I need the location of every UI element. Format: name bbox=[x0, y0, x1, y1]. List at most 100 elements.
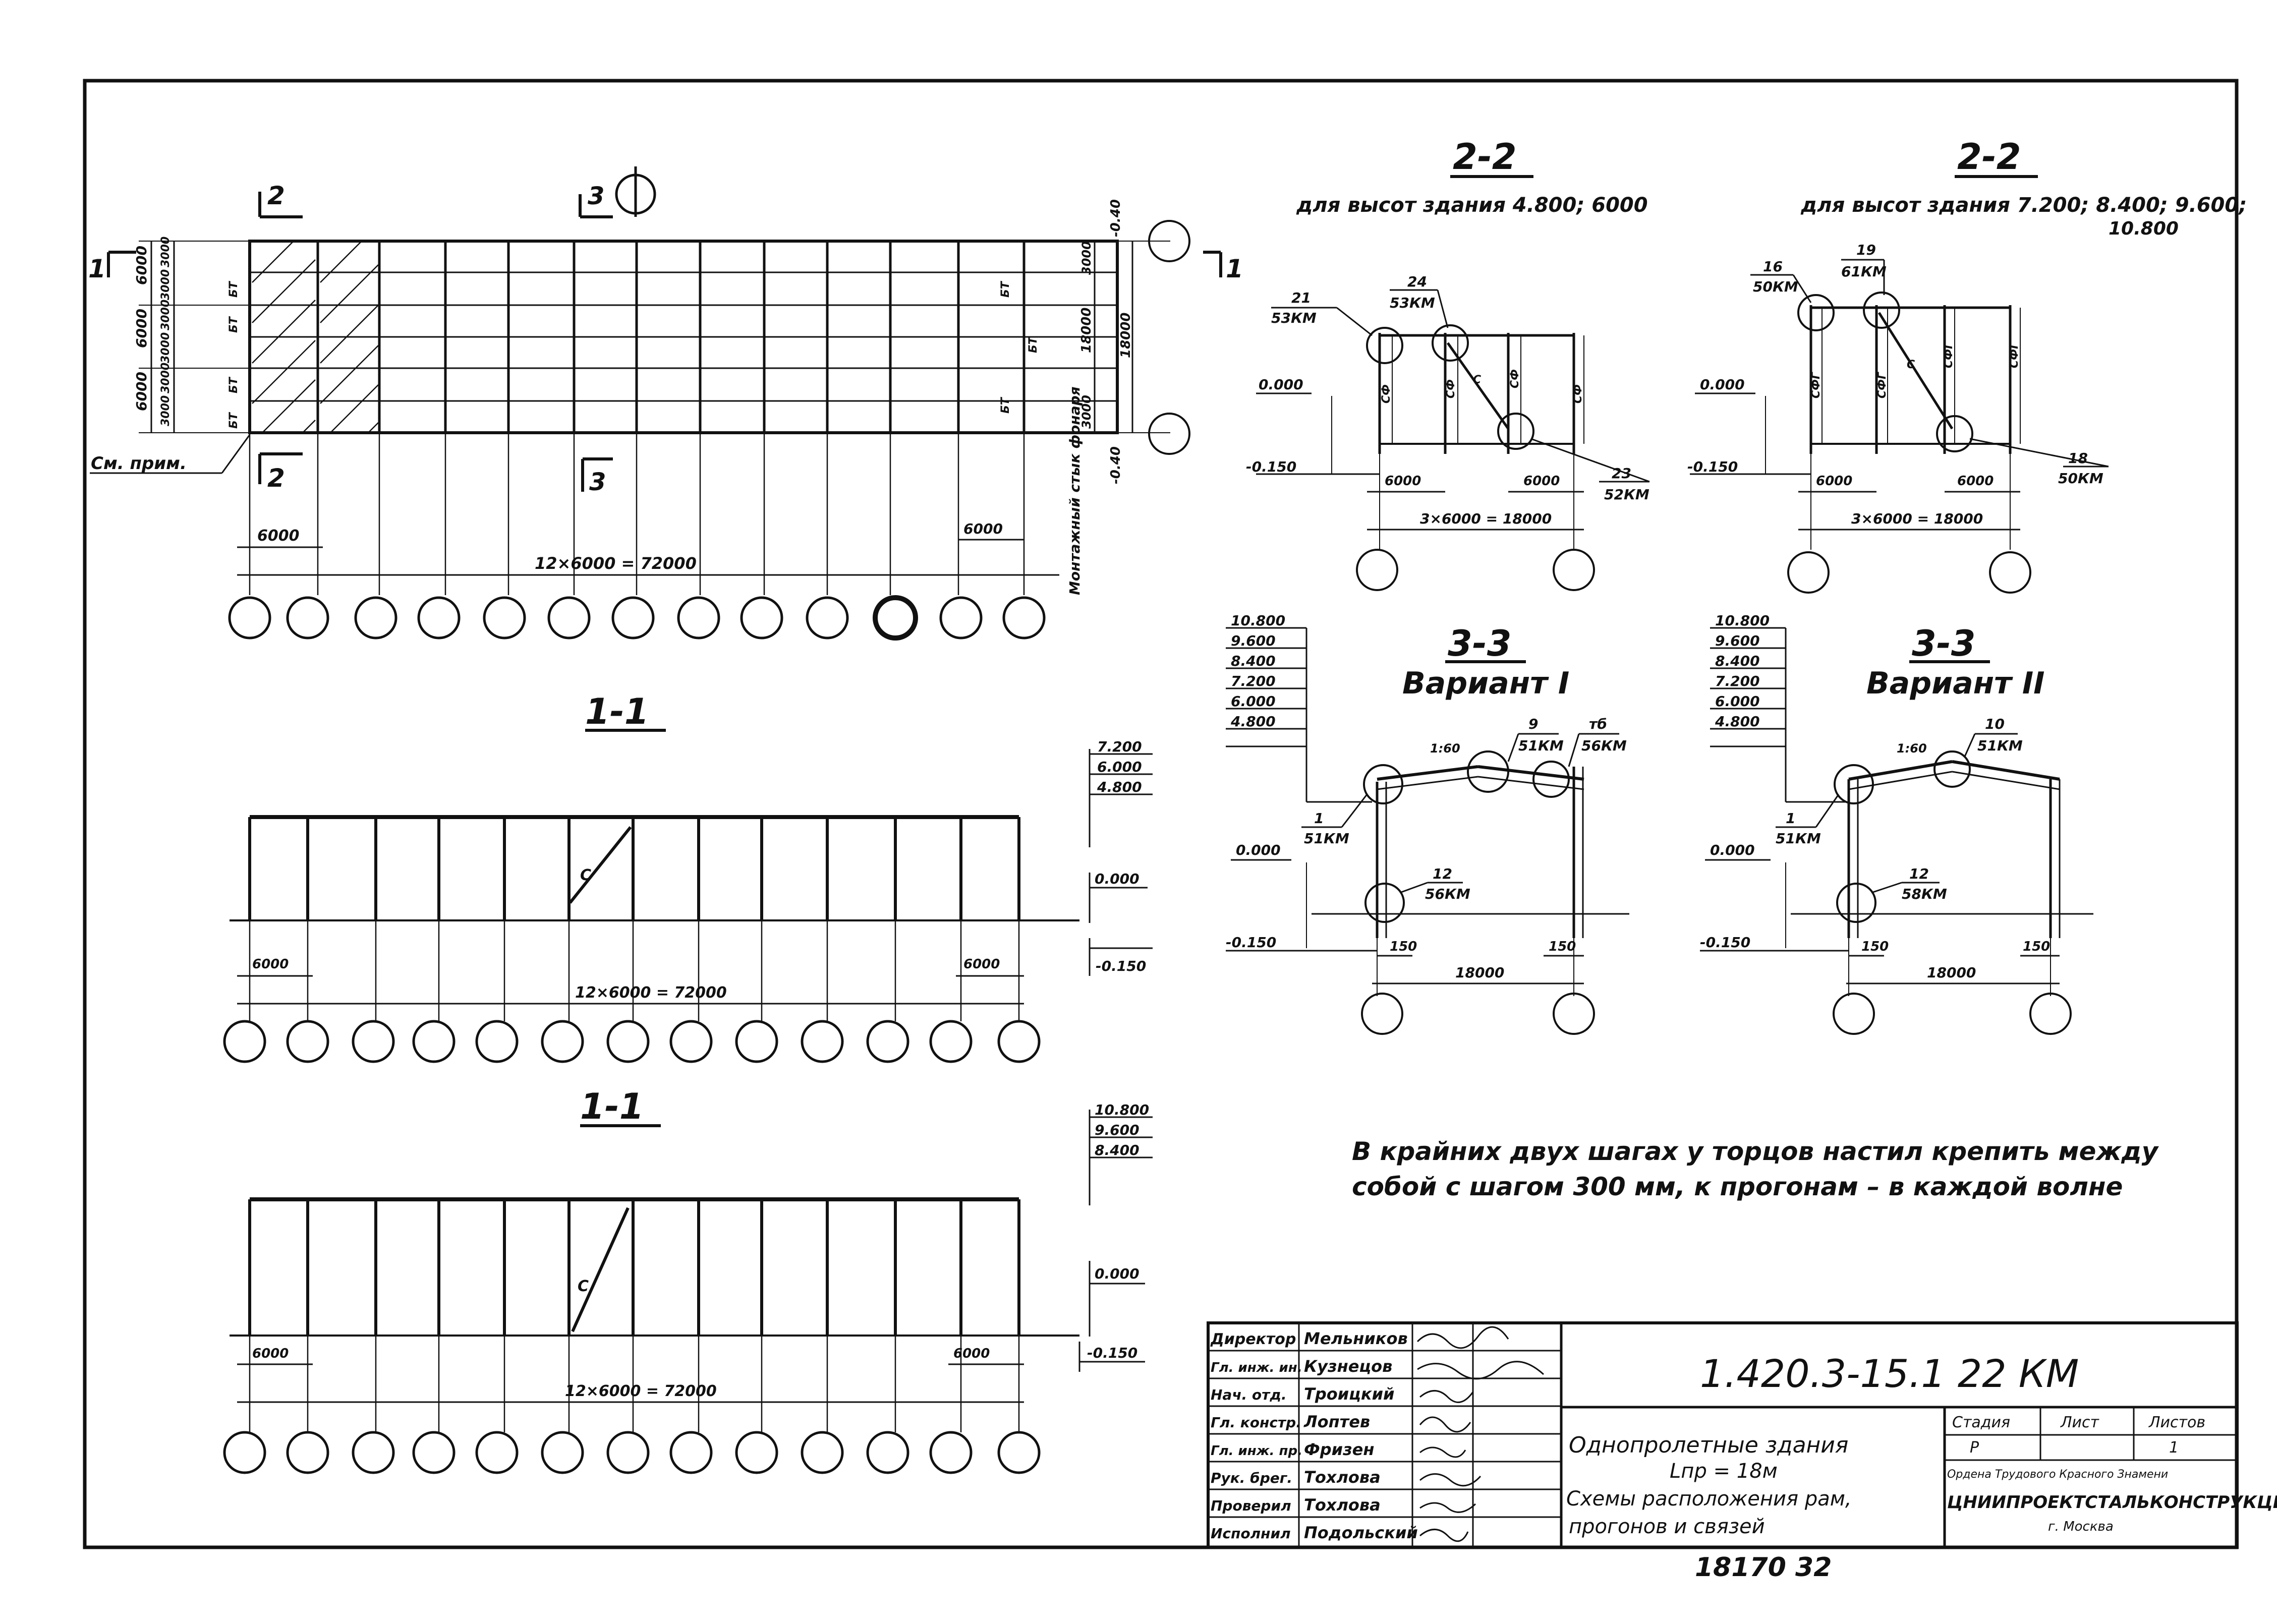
section-1-1-b-brace-label: С bbox=[578, 1278, 589, 1295]
sec33a-span: 18000 bbox=[1455, 964, 1504, 981]
plan-axis-bubble-top bbox=[1148, 220, 1190, 262]
tb-name-8: Подольский bbox=[1304, 1523, 1418, 1542]
sec22b-callout-19-sheet: 61КМ bbox=[1841, 263, 1887, 280]
tb-stage-label: Стадия bbox=[1952, 1414, 2010, 1431]
sec22b-total: 3×6000 = 18000 bbox=[1851, 510, 1983, 527]
sec33b-elev-1: 10.800 bbox=[1715, 612, 1770, 629]
tb-name-1: Мельников bbox=[1304, 1329, 1408, 1348]
sec33a-dim-150b: 150 bbox=[1549, 939, 1576, 954]
tb-role-8: Исполнил bbox=[1211, 1525, 1291, 1542]
sec33a-callout-9-sheet: 51КМ bbox=[1518, 737, 1564, 754]
plan-dim-left-3: 6000 bbox=[133, 372, 150, 411]
tb-sheets-label: Листов bbox=[2148, 1414, 2205, 1431]
sec33b-elev-6: 4.800 bbox=[1715, 713, 1760, 730]
sec33b-axis-bubble-1 bbox=[1833, 993, 1875, 1035]
sec22a-callout-circle-23 bbox=[1497, 413, 1534, 450]
tb-role-2: Гл. инж. ин. bbox=[1211, 1360, 1302, 1375]
tb-name-3: Троицкий bbox=[1304, 1384, 1394, 1404]
note-line-2: собой с шагом 300 мм, к прогонам – в каж… bbox=[1352, 1172, 2123, 1201]
sec33b-elev-2: 9.600 bbox=[1715, 632, 1760, 649]
sec33b-elev-4: 7.200 bbox=[1715, 673, 1760, 689]
sec33a-callout-8: тб bbox=[1589, 716, 1607, 732]
sec33a-axis-bubble-2 bbox=[1553, 993, 1595, 1035]
plan-right-bay-3: БТ bbox=[999, 396, 1012, 414]
sec11a-elev-2: 6.000 bbox=[1097, 759, 1142, 775]
sec11b-elev-low: -0.150 bbox=[1087, 1345, 1137, 1361]
tb-role-6: Рук. брег. bbox=[1211, 1470, 1292, 1486]
sec22a-callout-21-sheet: 53КМ bbox=[1271, 310, 1317, 326]
plan-dim-right-3: 3000 bbox=[1079, 395, 1094, 429]
plan-section-1-right: 1 bbox=[1226, 254, 1243, 283]
sec33b-callout-10-sheet: 51КМ bbox=[1977, 737, 2023, 754]
sec22b-label-1: СФГ bbox=[1810, 372, 1823, 398]
plan-dim-left-1: 6000 bbox=[133, 246, 150, 285]
sec11b-elev-1: 10.800 bbox=[1095, 1101, 1149, 1118]
sec22a-total: 3×6000 = 18000 bbox=[1420, 510, 1552, 527]
sec33a-elev-4: 7.200 bbox=[1231, 673, 1276, 689]
sec22a-elev-low: -0.150 bbox=[1246, 458, 1296, 475]
sec22b-title: 2-2 bbox=[1957, 136, 2021, 178]
sec22b-axis-bubble-1 bbox=[1787, 551, 1830, 594]
tb-role-3: Нач. отд. bbox=[1211, 1386, 1287, 1403]
sec33b-axis-bubble-2 bbox=[2029, 993, 2072, 1035]
sec22b-label-3: СФГ bbox=[1943, 341, 1955, 368]
tb-doc-code: 1.420.3-15.1 22 КМ bbox=[1700, 1351, 2079, 1396]
sec22a-subtitle: для высот здания 4.800; 6000 bbox=[1296, 194, 1648, 217]
sec33a-elev-0: 0.000 bbox=[1236, 842, 1281, 858]
sec11b-elev-2: 9.600 bbox=[1095, 1122, 1140, 1138]
sec22a-dim-a: 6000 bbox=[1385, 474, 1421, 489]
sec33a-callout-1-sheet: 51КМ bbox=[1304, 830, 1349, 847]
sec22a-callout-circle-21 bbox=[1366, 327, 1403, 364]
sec22b-axis-bubble-2 bbox=[1989, 551, 2031, 594]
sec11a-total: 12×6000 = 72000 bbox=[575, 984, 727, 1002]
sec33a-callout-8-sheet: 56КМ bbox=[1581, 737, 1627, 754]
sec22a-dim-b: 6000 bbox=[1523, 474, 1560, 489]
sec22b-callout-circle-16 bbox=[1797, 294, 1835, 331]
sec22b-elev-low: -0.150 bbox=[1687, 458, 1738, 475]
sec33a-title: 3-3 bbox=[1448, 623, 1511, 664]
sec22b-callout-circle-19 bbox=[1863, 292, 1900, 329]
section-3-3-variant-2: 3-3 Вариант II 10.800 9.600 8.400 7.200 … bbox=[1700, 612, 2093, 1035]
sec33a-elev-5: 6.000 bbox=[1231, 693, 1276, 710]
tb-name-2: Кузнецов bbox=[1304, 1357, 1392, 1376]
sec11a-dim-left: 6000 bbox=[252, 957, 289, 972]
section-1-1-b-brace bbox=[571, 1207, 630, 1332]
tb-role-5: Гл. инж. пр. bbox=[1211, 1443, 1302, 1459]
note-line-1: В крайних двух шагах у торцов настил кре… bbox=[1352, 1137, 2159, 1166]
sec33a-variant: Вариант I bbox=[1402, 666, 1569, 701]
plan-right-bay-2: БТ bbox=[1027, 336, 1040, 353]
sec11a-elev-1: 7.200 bbox=[1097, 738, 1142, 755]
sec11a-dim-right: 6000 bbox=[963, 957, 1000, 972]
sec22b-dim-b: 6000 bbox=[1957, 474, 1994, 489]
plan-bay-label-4: БТ bbox=[227, 412, 240, 429]
plan-dim-right-1: 3000 bbox=[1079, 241, 1094, 275]
sec22a-callout-23: 23 bbox=[1612, 465, 1631, 482]
tb-name-5: Фризен bbox=[1304, 1440, 1374, 1459]
sec22a-callout-circle-24 bbox=[1432, 324, 1469, 362]
sec33a-callout-circle-1 bbox=[1363, 764, 1403, 804]
sec11b-dim-left: 6000 bbox=[252, 1346, 289, 1361]
plan-section-2-top: 2 bbox=[267, 181, 285, 210]
sec33a-dim-150a: 150 bbox=[1390, 939, 1417, 954]
sec33b-dim-150a: 150 bbox=[1861, 939, 1889, 954]
tb-desc-3: Схемы расположения рам, bbox=[1566, 1487, 1852, 1511]
tb-name-4: Лоптев bbox=[1303, 1412, 1370, 1431]
plan-dim-inner-5: 3000 bbox=[159, 363, 172, 393]
tb-role-1: Директор bbox=[1210, 1330, 1296, 1348]
sec33a-callout-circle-9 bbox=[1467, 750, 1509, 793]
sec11a-elev-low: -0.150 bbox=[1096, 958, 1146, 974]
plan-axis-bubbles bbox=[228, 595, 1046, 641]
sec22a-label-brace: С bbox=[1473, 374, 1481, 386]
sec22a-label-1: СФ bbox=[1380, 384, 1393, 403]
plan-elev-bottom: -0.40 bbox=[1108, 446, 1123, 484]
tb-role-7: Проверил bbox=[1211, 1497, 1291, 1514]
sec22b-callout-18: 18 bbox=[2068, 450, 2088, 467]
sec22a-callout-21: 21 bbox=[1291, 289, 1311, 306]
tb-stage-value: Р bbox=[1970, 1439, 1979, 1457]
sec33b-callout-1: 1 bbox=[1786, 810, 1795, 827]
sec22b-callout-circle-18 bbox=[1936, 415, 1973, 452]
sec22a-axis-bubble-1 bbox=[1356, 549, 1398, 591]
sec33a-callout-1: 1 bbox=[1314, 810, 1324, 827]
sec11b-elev-mid: 0.000 bbox=[1095, 1265, 1140, 1282]
